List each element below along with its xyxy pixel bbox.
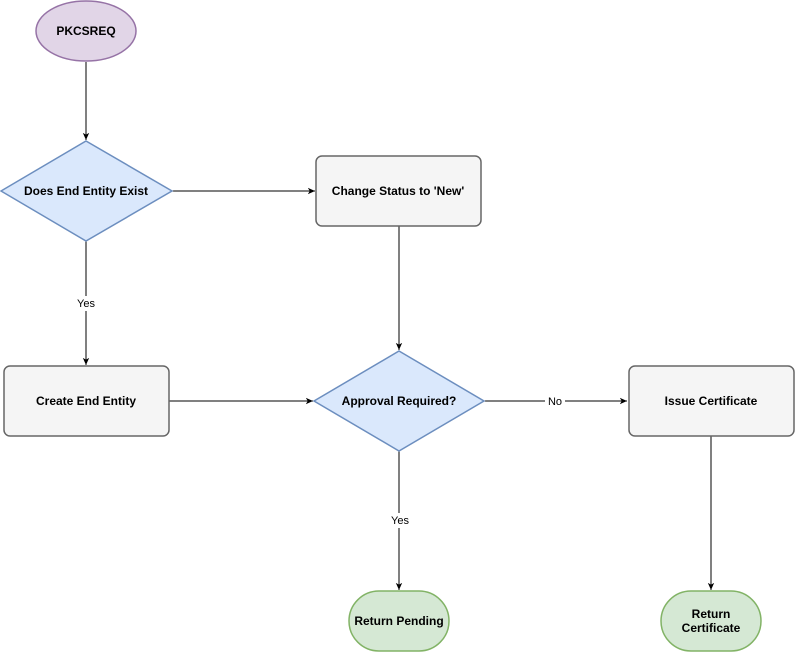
node-pkcsreq[interactable]: PKCSREQ	[35, 0, 137, 62]
node-issue-certificate[interactable]: Issue Certificate	[628, 365, 795, 437]
edge-label-yes-approval: Yes	[391, 515, 409, 527]
node-issue-certificate-label: Issue Certificate	[665, 394, 758, 408]
node-return-certificate-label-line1: Return	[692, 607, 731, 621]
node-create-end-entity-label: Create End Entity	[36, 394, 136, 408]
edge-exist-to-create: Yes	[74, 241, 98, 365]
node-change-status[interactable]: Change Status to 'New'	[315, 155, 482, 227]
node-pkcsreq-label: PKCSREQ	[56, 24, 115, 38]
edge-approval-to-pending: Yes	[387, 451, 412, 590]
node-create-end-entity[interactable]: Create End Entity	[3, 365, 170, 437]
node-return-pending[interactable]: Return Pending	[348, 590, 450, 652]
edge-label-yes-exist: Yes	[77, 298, 95, 310]
node-return-certificate-label-line2: Certificate	[682, 621, 741, 635]
node-return-pending-label: Return Pending	[354, 614, 443, 628]
node-does-end-entity-exist[interactable]: Does End Entity Exist	[0, 140, 174, 242]
node-approval-required-label: Approval Required?	[342, 394, 457, 408]
node-return-certificate[interactable]: Return Certificate	[660, 590, 762, 652]
node-approval-required[interactable]: Approval Required?	[312, 350, 486, 452]
node-change-status-label: Change Status to 'New'	[332, 184, 465, 198]
edge-label-no: No	[548, 396, 562, 408]
edge-approval-to-issue: No	[484, 394, 627, 409]
node-does-end-entity-exist-label: Does End Entity Exist	[24, 184, 148, 198]
